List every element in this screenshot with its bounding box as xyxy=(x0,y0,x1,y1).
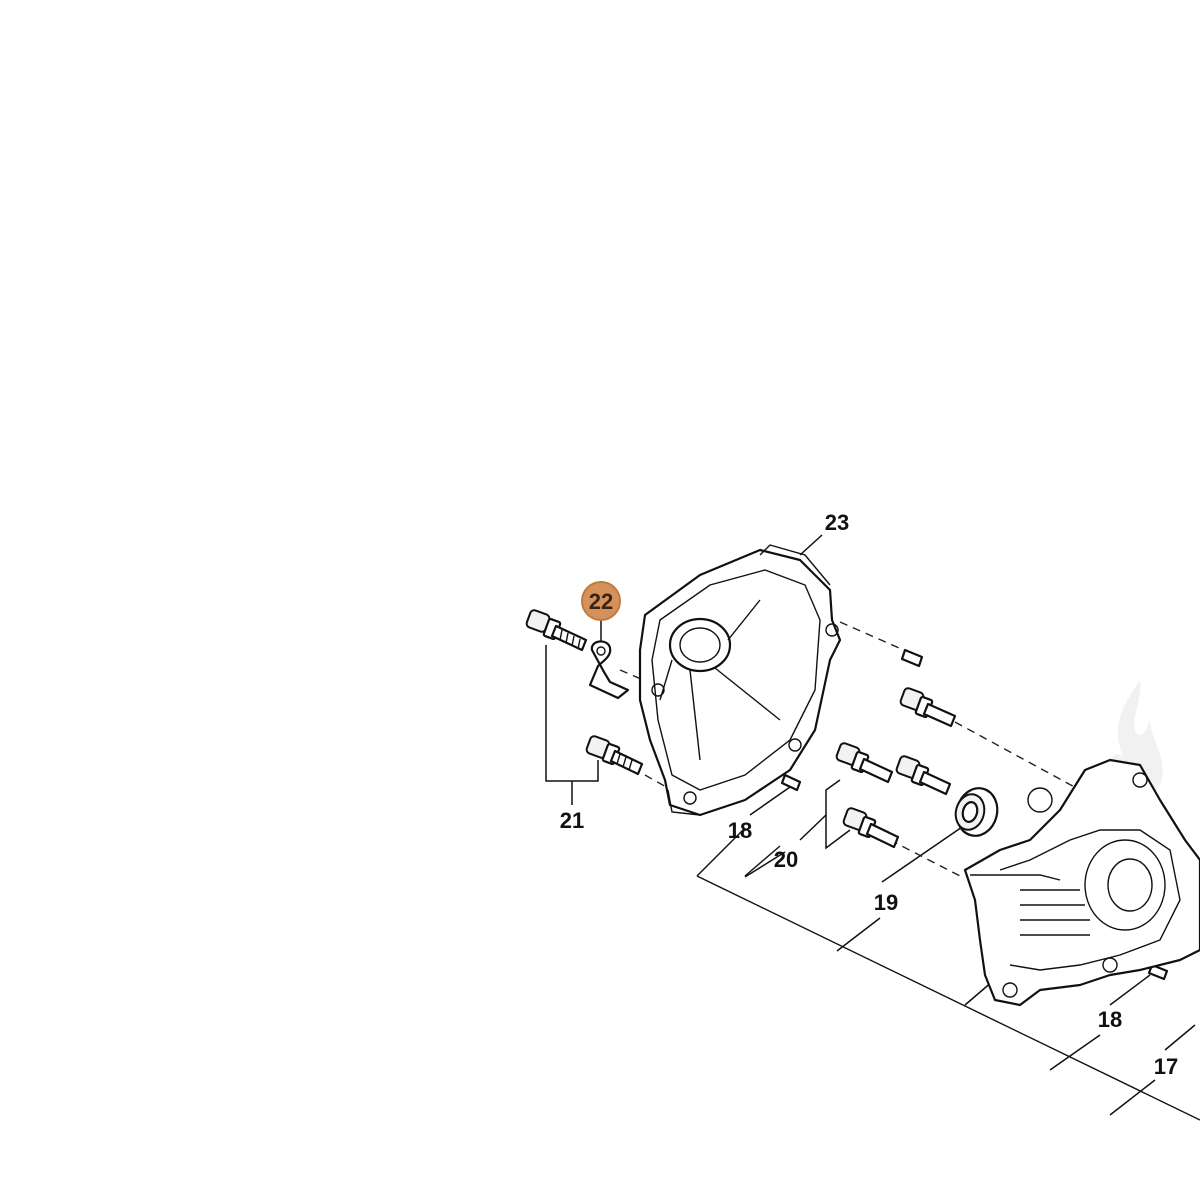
screw-21-bottom[interactable] xyxy=(585,735,644,776)
clip-part-22[interactable] xyxy=(588,640,630,700)
screw-21-top[interactable] xyxy=(525,609,588,652)
callout-22-highlight[interactable]: 22 xyxy=(581,581,621,621)
oil-seal-part-19[interactable] xyxy=(951,784,1002,841)
assembly-baseline xyxy=(696,827,1200,1121)
callout-17[interactable]: 17 xyxy=(1154,1054,1178,1079)
callout-20[interactable]: 20 xyxy=(774,847,798,872)
callout-18-lower[interactable]: 18 xyxy=(1098,1007,1122,1032)
bracket-20 xyxy=(799,779,851,850)
bracket-21 xyxy=(545,645,599,805)
callout-19[interactable]: 19 xyxy=(874,890,898,915)
callout-22-badge xyxy=(581,581,621,621)
fan-housing-part-23[interactable] xyxy=(638,544,842,817)
callout-21[interactable]: 21 xyxy=(560,808,584,833)
screw-20-mid[interactable] xyxy=(835,742,894,784)
callout-18-upper[interactable]: 18 xyxy=(728,818,752,843)
screw-20-far[interactable] xyxy=(895,755,952,796)
pin-18-middle[interactable] xyxy=(780,773,802,792)
pin-18-upper[interactable] xyxy=(900,648,924,668)
pin-18-lower[interactable] xyxy=(1147,963,1169,981)
screw-20-right[interactable] xyxy=(899,687,957,728)
screw-20-bottom[interactable] xyxy=(842,807,900,849)
leader-lines xyxy=(744,534,1196,1116)
callout-23[interactable]: 23 xyxy=(825,510,849,535)
crankcase-part-17[interactable] xyxy=(963,758,1200,1007)
callout-22-label: 22 xyxy=(589,589,613,614)
